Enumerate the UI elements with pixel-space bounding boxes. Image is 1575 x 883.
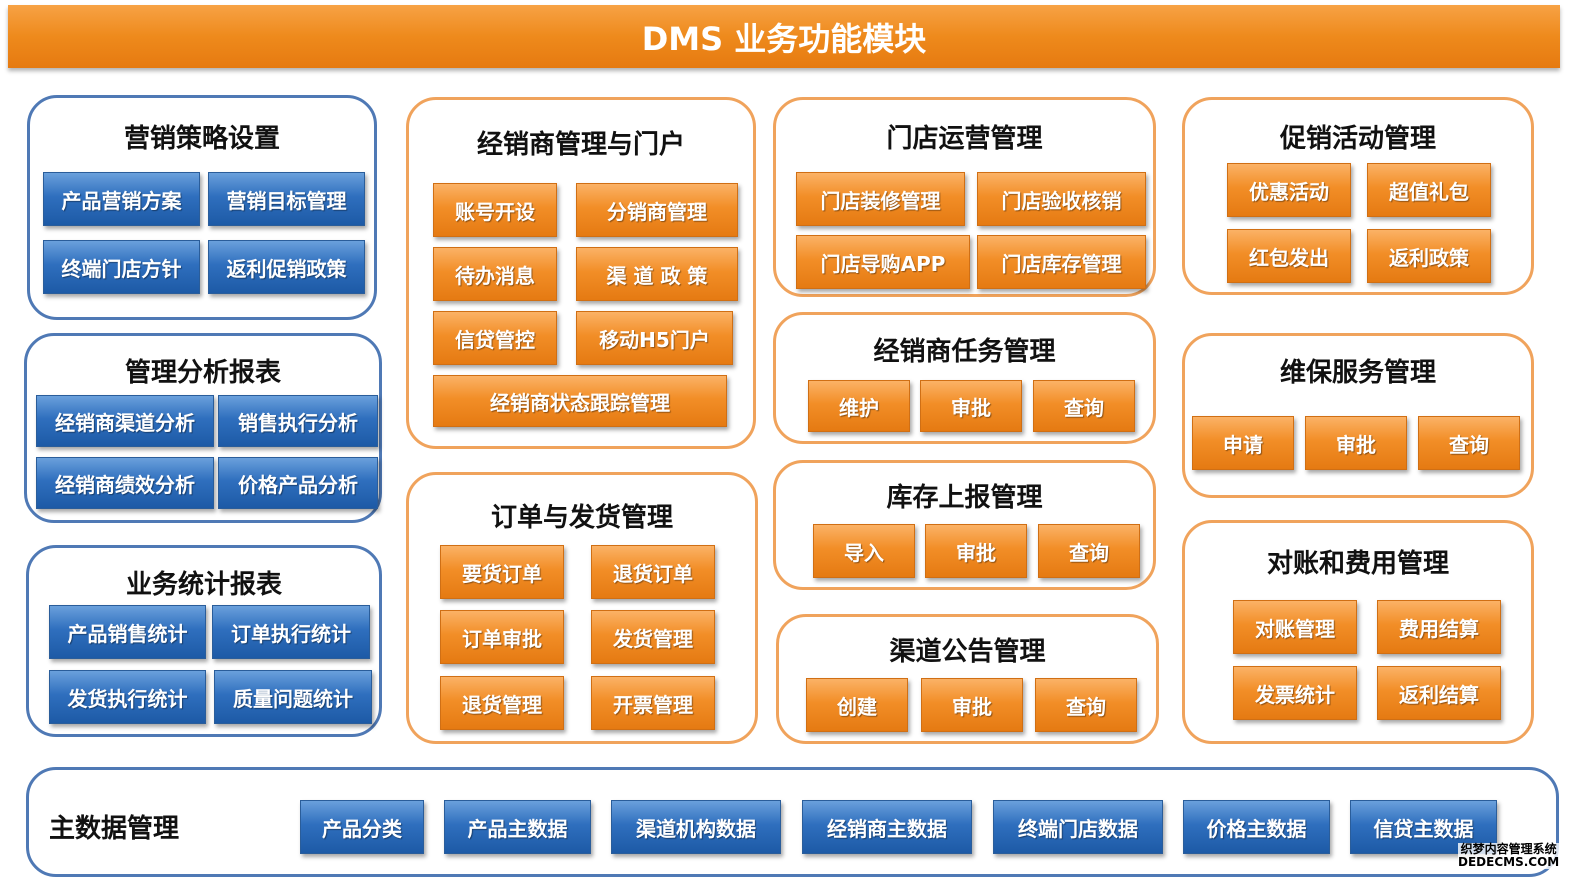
function-button[interactable]: 价格主数据 (1183, 800, 1330, 854)
function-button[interactable]: 门店库存管理 (977, 235, 1146, 289)
function-button[interactable]: 费用结算 (1377, 600, 1501, 654)
function-button[interactable]: 终端门店方针 (43, 240, 200, 294)
function-button[interactable]: 退货订单 (591, 545, 715, 599)
function-button[interactable]: 返利结算 (1377, 666, 1501, 720)
function-button[interactable]: 审批 (920, 380, 1022, 432)
module-title: 门店运营管理 (886, 124, 1043, 154)
function-button[interactable]: 质量问题统计 (214, 670, 372, 724)
function-button[interactable]: 发货执行统计 (49, 670, 206, 724)
function-button[interactable]: 经销商状态跟踪管理 (433, 375, 727, 427)
function-button[interactable]: 查询 (1418, 416, 1520, 470)
function-button[interactable]: 营销目标管理 (208, 172, 365, 226)
module-title: 维保服务管理 (1279, 358, 1436, 388)
function-button[interactable]: 审批 (925, 524, 1027, 578)
function-button[interactable]: 经销商主数据 (802, 800, 972, 854)
function-button[interactable]: 查询 (1033, 380, 1135, 432)
module-panel: 维保服务管理 (1182, 333, 1534, 498)
function-button[interactable]: 门店验收核销 (977, 172, 1146, 226)
function-button[interactable]: 审批 (921, 678, 1023, 732)
function-button[interactable]: 查询 (1035, 678, 1137, 732)
function-button[interactable]: 产品主数据 (444, 800, 591, 854)
function-button[interactable]: 经销商绩效分析 (36, 457, 214, 509)
function-button[interactable]: 经销商渠道分析 (36, 395, 214, 447)
function-button[interactable]: 终端门店数据 (993, 800, 1163, 854)
function-button[interactable]: 信贷管控 (433, 311, 557, 365)
function-button[interactable]: 对账管理 (1233, 600, 1357, 654)
module-title: 对账和费用管理 (1266, 549, 1449, 579)
page-title: DMS 业务功能模块 (8, 5, 1560, 68)
module-title: 经销商任务管理 (873, 337, 1056, 367)
function-button[interactable]: 门店装修管理 (796, 172, 965, 226)
function-button[interactable]: 维护 (808, 380, 910, 432)
module-title: 库存上报管理 (886, 483, 1043, 513)
module-title: 主数据管理 (49, 814, 180, 844)
module-title: 管理分析报表 (124, 358, 281, 388)
module-title: 促销活动管理 (1279, 124, 1436, 154)
watermark-line2: DEDECMS.COM (1458, 855, 1560, 869)
function-button[interactable]: 退货管理 (440, 676, 564, 730)
function-button[interactable]: 红包发出 (1227, 229, 1351, 283)
function-button[interactable]: 审批 (1305, 416, 1407, 470)
function-button[interactable]: 渠 道 政 策 (576, 247, 738, 301)
function-button[interactable]: 产品营销方案 (43, 172, 200, 226)
function-button[interactable]: 返利促销政策 (208, 240, 365, 294)
module-title: 营销策略设置 (123, 124, 280, 154)
function-button[interactable]: 创建 (806, 678, 908, 732)
function-button[interactable]: 产品分类 (300, 800, 424, 854)
module-title: 渠道公告管理 (889, 637, 1046, 667)
function-button[interactable]: 开票管理 (591, 676, 715, 730)
function-button[interactable]: 发货管理 (591, 610, 715, 664)
function-button[interactable]: 要货订单 (440, 545, 564, 599)
function-button[interactable]: 查询 (1038, 524, 1140, 578)
function-button[interactable]: 产品销售统计 (49, 605, 206, 659)
module-title: 经销商管理与门户 (476, 130, 685, 160)
function-button[interactable]: 账号开设 (433, 183, 557, 237)
function-button[interactable]: 门店导购APP (796, 235, 970, 289)
function-button[interactable]: 订单审批 (440, 610, 564, 664)
function-button[interactable]: 销售执行分析 (218, 395, 378, 447)
watermark-line1: 织梦内容管理系统 (1460, 842, 1557, 856)
function-button[interactable]: 渠道机构数据 (611, 800, 781, 854)
function-button[interactable]: 订单执行统计 (212, 605, 370, 659)
function-button[interactable]: 返利政策 (1367, 229, 1491, 283)
function-button[interactable]: 导入 (813, 524, 915, 578)
module-title: 订单与发货管理 (490, 503, 673, 533)
function-button[interactable]: 超值礼包 (1367, 163, 1491, 217)
module-title: 业务统计报表 (125, 570, 282, 600)
function-button[interactable]: 申请 (1192, 416, 1294, 470)
function-button[interactable]: 分销商管理 (576, 183, 738, 237)
function-button[interactable]: 待办消息 (433, 247, 557, 301)
function-button[interactable]: 移动H5门户 (576, 311, 733, 365)
function-button[interactable]: 价格产品分析 (218, 457, 378, 509)
function-button[interactable]: 发票统计 (1233, 666, 1357, 720)
function-button[interactable]: 优惠活动 (1227, 163, 1351, 217)
